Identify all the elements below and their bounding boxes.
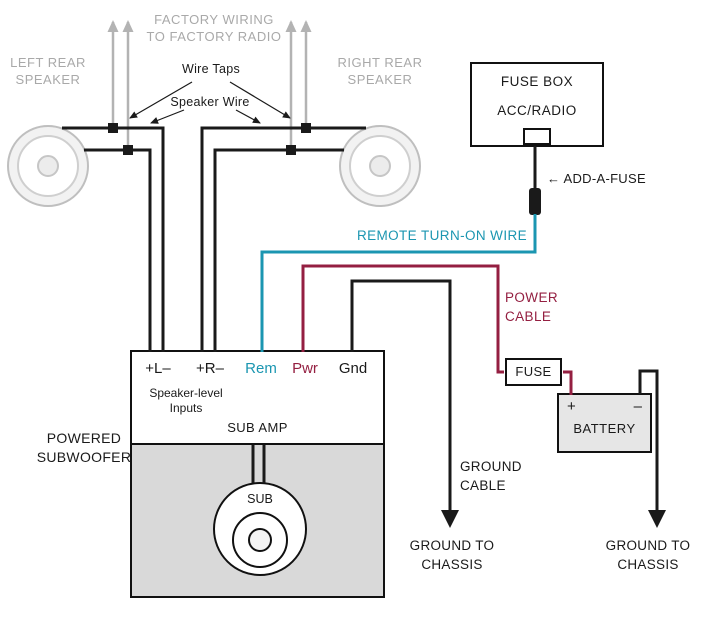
fuse-holder: FUSE [505, 358, 562, 386]
subwoofer-cone-inner [248, 528, 272, 552]
powered-subwoofer-label: POWERED SUBWOOFER [36, 430, 132, 465]
right-speaker-dustcap [369, 155, 391, 177]
left-speaker-wire-bottom [84, 148, 152, 352]
wire-taps-label: Wire Taps [181, 62, 241, 76]
remote-turn-on-label: REMOTE TURN-ON WIRE [356, 228, 528, 243]
wire-tap-square [301, 123, 311, 133]
fuse-label: FUSE [515, 364, 552, 379]
amp-terminal-right-input: +R– [196, 360, 224, 377]
wire-tap-square [286, 145, 296, 155]
ground-chassis-label-right: GROUND TO CHASSIS [605, 538, 691, 572]
sub-amp-box: +L– +R– Rem Pwr Gnd Speaker-level Inputs… [130, 350, 385, 445]
fuse-box-circuit: ACC/RADIO [497, 103, 577, 118]
right-speaker-label: RIGHT REAR SPEAKER [337, 55, 423, 87]
speaker-level-inputs-label: Speaker-level Inputs [149, 386, 223, 415]
sub-amp-label: SUB AMP [227, 420, 288, 435]
battery-plus-terminal: + [567, 398, 576, 415]
speaker-wire-pointer-left [150, 109, 185, 124]
left-speaker-dustcap [37, 155, 59, 177]
left-speaker-mid-ring [17, 135, 79, 197]
amp-terminal-ground: Gnd [338, 360, 368, 377]
fuse-slot [523, 128, 551, 145]
amp-terminal-left-input: +L– [145, 360, 171, 377]
fuse-box: FUSE BOX ACC/RADIO [470, 62, 604, 147]
battery-box: + – BATTERY [557, 393, 652, 453]
ground-arrowhead-left [441, 510, 459, 528]
wire-tap-square [123, 145, 133, 155]
power-cable-wire-to-battery [563, 370, 573, 395]
wire-tap-square [108, 123, 118, 133]
amp-terminal-remote: Rem [245, 360, 277, 377]
amp-terminal-power: Pwr [292, 360, 318, 377]
add-a-fuse-connector [529, 188, 541, 215]
subwoofer-cone-label: SUB [247, 492, 273, 506]
right-speaker-wire-top [200, 126, 366, 352]
factory-wiring-label: FACTORY WIRING TO FACTORY RADIO [146, 12, 282, 44]
powered-subwoofer-box: SUB [130, 445, 385, 598]
left-rear-speaker-icon [7, 125, 89, 207]
ground-arrowhead-right [648, 510, 666, 528]
ground-chassis-label-left: GROUND TO CHASSIS [409, 538, 495, 572]
ground-cable-label: GROUND CABLE [460, 459, 522, 493]
power-cable-label: POWER CABLE [505, 290, 559, 324]
speaker-wire-label: Speaker Wire [170, 95, 250, 109]
battery-minus-terminal: – [633, 398, 642, 415]
right-speaker-wire-bottom [213, 148, 344, 352]
battery-label: BATTERY [573, 421, 636, 436]
left-speaker-outer-ring [7, 125, 89, 207]
speaker-wire-pointer-right [235, 109, 261, 124]
left-speaker-wire-top [62, 126, 165, 352]
fuse-box-title: FUSE BOX [500, 74, 574, 89]
left-speaker-label: LEFT REAR SPEAKER [10, 55, 86, 87]
right-speaker-mid-ring [349, 135, 411, 197]
add-a-fuse-label: ← ADD-A-FUSE [547, 171, 646, 186]
right-rear-speaker-icon [339, 125, 421, 207]
right-speaker-outer-ring [339, 125, 421, 207]
